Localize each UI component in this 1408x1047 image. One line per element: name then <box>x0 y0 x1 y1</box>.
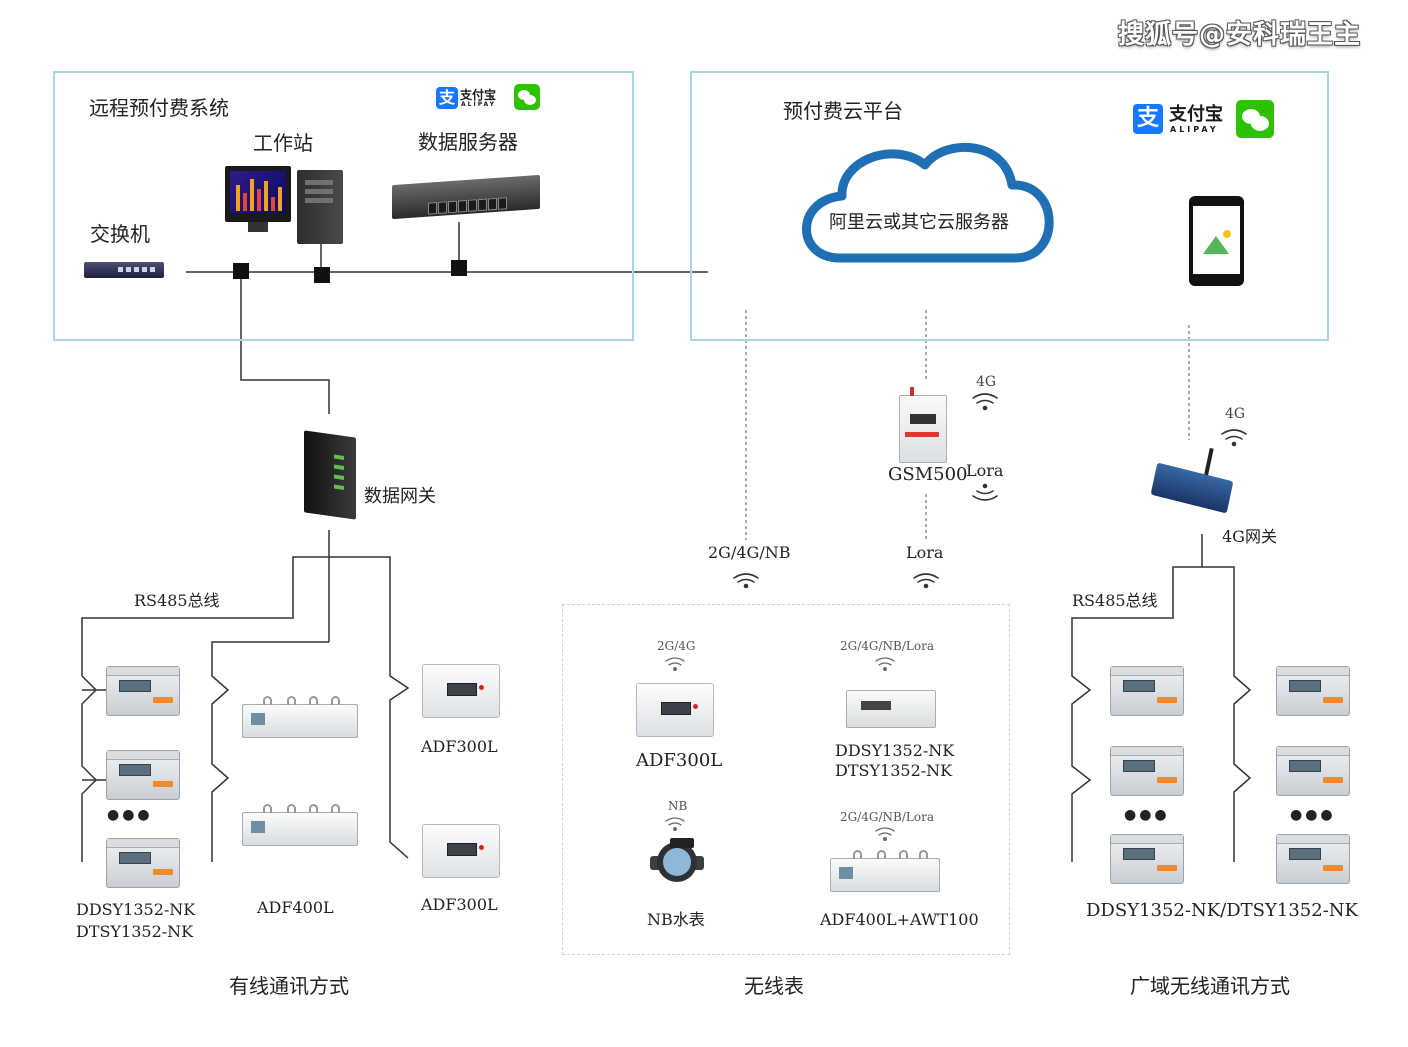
link-label: 2G/4G/NB <box>708 543 791 562</box>
net-label: 2G/4G <box>657 639 696 653</box>
network-node <box>314 267 330 283</box>
workstation-monitor-icon <box>225 166 291 222</box>
wifi-icon <box>1221 429 1247 447</box>
alipay-text: 支付宝 <box>460 88 497 102</box>
net-label: 2G/4G/NB/Lora <box>840 639 934 653</box>
server-label: 数据服务器 <box>418 130 518 154</box>
ddsy-meter-icon <box>1110 746 1184 796</box>
adf300l-icon <box>422 824 500 878</box>
ellipsis: ●●● <box>1290 807 1336 823</box>
adf300l-label: ADF300L <box>421 737 498 756</box>
cloud-shape <box>802 142 1054 263</box>
4g-label: 4G <box>976 374 997 390</box>
wifi-icon <box>733 573 759 589</box>
ddsy-meter-icon <box>1110 666 1184 716</box>
ddsy-meter-icon <box>1276 746 1350 796</box>
alipay-sub: ALIPAY <box>461 101 496 108</box>
smartphone-icon <box>1189 196 1244 286</box>
adf400l-icon <box>242 804 358 846</box>
wired-section-title: 有线通讯方式 <box>229 974 349 998</box>
wifi-icon <box>665 817 685 831</box>
ellipsis: ●●● <box>1124 807 1170 823</box>
link-label: Lora <box>906 543 944 562</box>
wifi-icon <box>875 827 895 841</box>
cloud-platform-title: 预付费云平台 <box>783 99 903 123</box>
water-meter-label: NB水表 <box>647 910 705 929</box>
wifi-icon <box>875 657 895 671</box>
workstation-tower-icon <box>297 170 343 244</box>
ddsy-meter-icon <box>106 838 180 888</box>
wifi-icon <box>913 573 939 589</box>
alipay-text: 支付宝 <box>1169 104 1223 125</box>
ddsy-meter-icon <box>106 666 180 716</box>
meter-model-label: DTSY1352-NK <box>76 922 194 941</box>
alipay-icon: 支 <box>436 87 458 109</box>
network-node <box>451 260 467 276</box>
meter-model-label: DDSY1352-NK/DTSY1352-NK <box>1086 900 1358 921</box>
gateway-label: 数据网关 <box>364 486 436 507</box>
ddsy-meter-icon <box>1110 834 1184 884</box>
alipay-sub: ALIPAY <box>1170 125 1219 134</box>
adf400l-label: ADF400L <box>257 898 334 917</box>
network-node <box>233 263 249 279</box>
monitor-stand <box>248 222 268 232</box>
meter-model-label: DDSY1352-NK <box>835 741 955 760</box>
wechat-icon <box>1236 100 1274 138</box>
adf400l-awt100-icon <box>830 850 940 892</box>
wifi-icon <box>972 393 998 411</box>
wan-section-title: 广域无线通讯方式 <box>1130 974 1290 998</box>
wifi-icon <box>972 483 998 501</box>
adf300l-icon <box>636 683 714 737</box>
ddsy-meter-icon <box>1276 666 1350 716</box>
wifi-icon <box>665 657 685 671</box>
meter-model-label: DTSY1352-NK <box>835 761 953 780</box>
remote-prepay-panel <box>53 71 634 341</box>
4g-label: 4G <box>1225 406 1246 422</box>
water-meter-icon <box>650 838 704 882</box>
adf300l-icon <box>422 664 500 718</box>
4g-gateway-label: 4G网关 <box>1222 527 1277 546</box>
network-switch-icon <box>84 262 164 278</box>
wireless-section-title: 无线表 <box>744 974 804 998</box>
watermark: 搜狐号@安科瑞王主 <box>1118 20 1362 50</box>
lora-label: Lora <box>966 461 1004 480</box>
gsm500-label: GSM500 <box>888 464 968 485</box>
wireless-meters-box <box>562 604 1010 955</box>
workstation-label: 工作站 <box>253 131 313 155</box>
cloud-platform-panel <box>690 71 1329 341</box>
data-gateway-icon <box>304 430 356 520</box>
adf400l-icon <box>242 696 358 738</box>
ddsy-meter-icon <box>1276 834 1350 884</box>
net-label: NB <box>668 799 688 813</box>
ddsy-meter-icon <box>106 750 180 800</box>
adf300l-label: ADF300L <box>636 750 723 771</box>
net-label: 2G/4G/NB/Lora <box>840 810 934 824</box>
panel-title: 远程预付费系统 <box>89 96 229 120</box>
meter-model-label: DDSY1352-NK <box>76 900 196 919</box>
adf400l-awt100-label: ADF400L+AWT100 <box>820 910 979 929</box>
switch-label: 交换机 <box>90 222 150 246</box>
wechat-icon <box>514 84 540 110</box>
gsm500-icon <box>899 387 947 463</box>
rs485-bus-label: RS485总线 <box>1072 591 1158 610</box>
adf300l-label: ADF300L <box>421 895 498 914</box>
rs485-bus-label: RS485总线 <box>134 591 220 610</box>
ellipsis: ●●● <box>107 807 153 823</box>
cloud-label: 阿里云或其它云服务器 <box>829 212 1009 233</box>
alipay-icon: 支 <box>1133 104 1163 134</box>
ddsy-wireless-meter-icon <box>846 690 936 728</box>
